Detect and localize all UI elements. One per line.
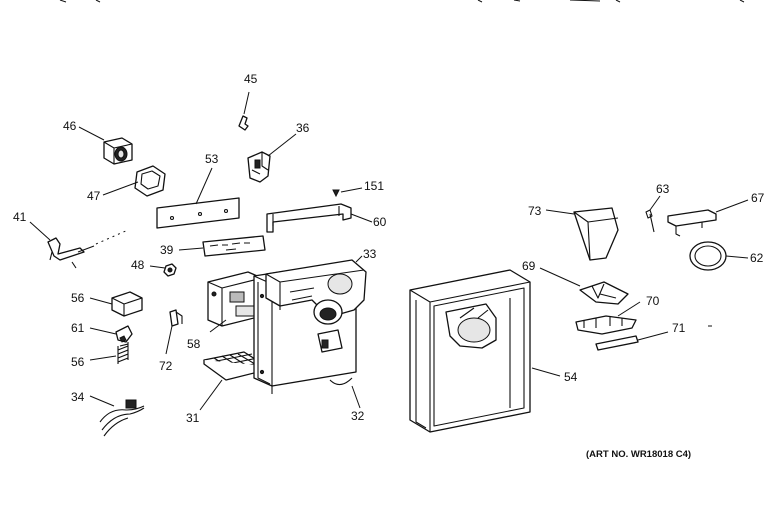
label-61: 61 xyxy=(71,321,85,335)
part-63-screw xyxy=(645,195,661,233)
label-56-top: 56 xyxy=(71,291,85,305)
label-46: 46 xyxy=(63,119,77,133)
label-151: 151 xyxy=(364,179,384,193)
label-39: 39 xyxy=(160,243,174,257)
label-72: 72 xyxy=(159,359,173,373)
part-46-knob xyxy=(78,126,133,165)
label-32: 32 xyxy=(351,409,365,423)
label-47: 47 xyxy=(87,189,101,203)
part-56-spring xyxy=(89,342,129,364)
part-33-upper-housing xyxy=(265,255,367,353)
part-45-clip xyxy=(238,91,250,131)
part-72-clip xyxy=(165,309,183,355)
part-62-ring xyxy=(689,241,749,271)
label-36: 36 xyxy=(296,121,310,135)
part-70-lever xyxy=(575,301,641,335)
label-69: 69 xyxy=(522,259,536,273)
part-56-solenoid xyxy=(89,291,143,317)
label-67: 67 xyxy=(751,191,765,205)
label-73: 73 xyxy=(528,204,542,218)
label-53: 53 xyxy=(205,152,219,166)
part-31-grille xyxy=(199,351,267,411)
label-41: 41 xyxy=(13,210,27,224)
part-47-gasket xyxy=(102,165,166,197)
part-54-front-panel xyxy=(409,269,561,433)
label-54: 54 xyxy=(564,370,578,384)
label-71: 71 xyxy=(672,321,686,335)
label-62: 62 xyxy=(750,251,764,265)
part-61-fitting xyxy=(89,325,133,343)
part-71-rod xyxy=(595,331,669,351)
label-70: 70 xyxy=(646,294,660,308)
part-48-nut xyxy=(149,263,177,277)
label-33: 33 xyxy=(363,247,377,261)
part-36-bracket xyxy=(247,133,297,183)
label-60: 60 xyxy=(373,215,387,229)
part-151-screw xyxy=(332,187,363,198)
label-63: 63 xyxy=(656,182,670,196)
part-34-wire-harness xyxy=(89,395,145,437)
art-number-caption: (ART NO. WR18018 C4) xyxy=(586,449,691,460)
top-edge-fragments xyxy=(59,0,745,3)
part-73-chute xyxy=(545,207,619,261)
part-39-board xyxy=(178,235,266,257)
part-41-lever xyxy=(29,221,129,269)
label-45: 45 xyxy=(244,72,258,86)
label-31: 31 xyxy=(186,411,200,425)
label-56-bottom: 56 xyxy=(71,355,85,369)
part-53-plate xyxy=(156,167,240,229)
label-48: 48 xyxy=(131,258,145,272)
label-58: 58 xyxy=(187,337,201,351)
part-69-actuator xyxy=(539,267,629,305)
callout-labels: 45 46 36 53 47 151 41 60 39 33 48 56 61 … xyxy=(13,72,765,460)
part-60-bar xyxy=(266,203,373,233)
part-67-bracket xyxy=(667,199,749,237)
part-58-housing xyxy=(207,271,263,333)
label-34: 34 xyxy=(71,390,85,404)
